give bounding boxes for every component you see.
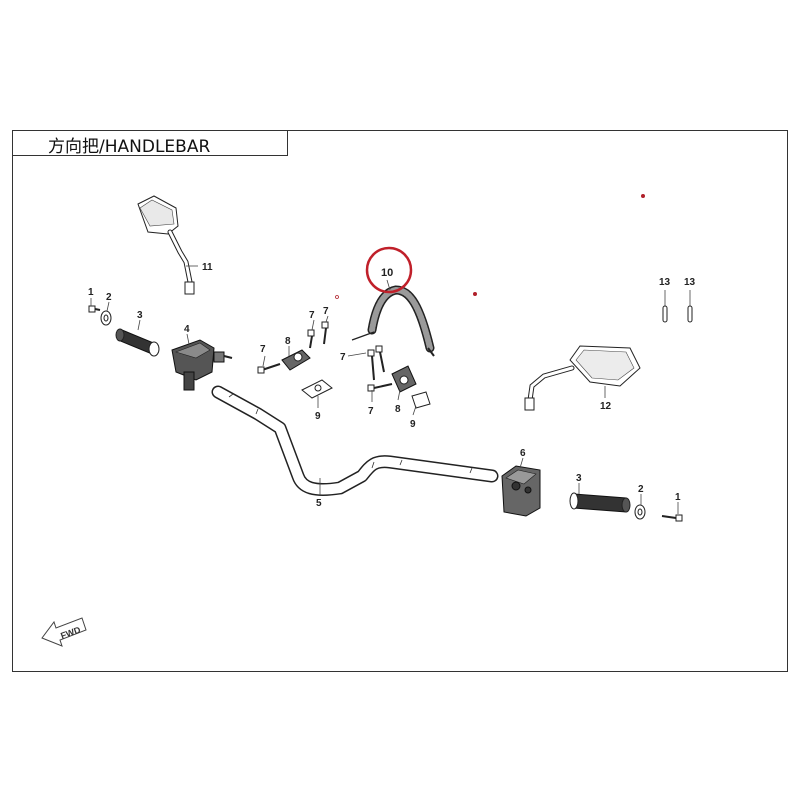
highlight-circle: [365, 246, 413, 294]
callout-2-left: 2: [106, 292, 112, 303]
right-clamp-lower: [411, 391, 431, 409]
callout-9-left: 9: [315, 411, 321, 422]
callout-8-right: 8: [395, 404, 401, 415]
callout-7-d: 7: [340, 352, 346, 363]
right-mirror: [524, 345, 641, 411]
callout-13-a: 13: [659, 277, 671, 288]
marker-dot: [641, 194, 645, 198]
page-title: 方向把/HANDLEBAR: [48, 137, 211, 157]
right-washer: [634, 504, 646, 520]
callout-5: 5: [316, 498, 322, 509]
left-bolt: [88, 305, 101, 313]
diagram-frame: [12, 130, 788, 672]
callout-7-a: 7: [260, 344, 266, 355]
callout-10: 10: [381, 267, 393, 279]
right-clamp-upper: [391, 365, 417, 393]
callout-13-b: 13: [684, 277, 696, 288]
right-grip: [569, 492, 631, 513]
right-switch-housing: [501, 465, 541, 517]
callout-7-e: 7: [368, 406, 374, 417]
callout-3-left: 3: [137, 310, 143, 321]
callout-12: 12: [600, 401, 612, 412]
callout-2-right: 2: [638, 484, 644, 495]
fwd-arrow-icon: FWD: [41, 617, 87, 647]
callout-9-right: 9: [410, 419, 416, 430]
callout-7-c: 7: [323, 306, 329, 317]
callout-8-left: 8: [285, 336, 291, 347]
crossbar-hose: [351, 285, 435, 357]
callout-4: 4: [184, 324, 190, 335]
left-mirror: [137, 195, 195, 295]
left-clamp-bolts: [257, 321, 329, 374]
title-box: [12, 130, 288, 156]
left-grip: [115, 328, 160, 357]
left-washer: [100, 310, 112, 326]
callout-1-left: 1: [88, 287, 94, 298]
callout-7-b: 7: [309, 310, 315, 321]
handlebar-tube: [211, 385, 499, 496]
callout-1-right: 1: [675, 492, 681, 503]
marker-dot: [473, 292, 477, 296]
callout-6: 6: [520, 448, 526, 459]
pin-a: [662, 305, 668, 323]
left-clamp-lower: [301, 379, 333, 399]
marker-dot: [335, 295, 339, 299]
left-clamp-upper: [281, 349, 311, 371]
callout-3-right: 3: [576, 473, 582, 484]
pin-b: [687, 305, 693, 323]
right-clamp-bolts: [367, 345, 393, 392]
callout-11: 11: [202, 262, 213, 273]
left-switch-housing: [171, 339, 233, 391]
leader-lines: [90, 265, 691, 514]
right-bolt: [661, 514, 683, 522]
